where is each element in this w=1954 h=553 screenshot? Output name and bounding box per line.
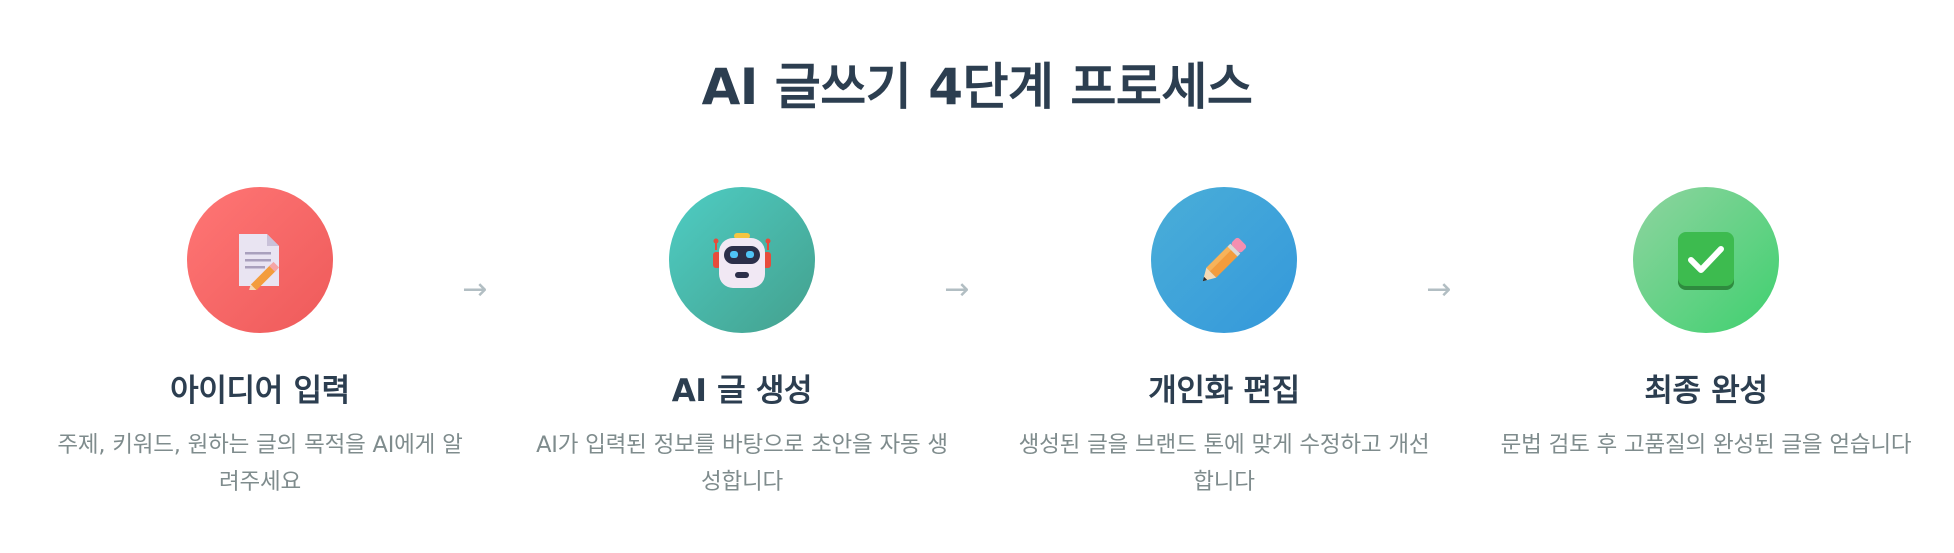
- step-icon-circle: [669, 187, 815, 333]
- process-step-personalized-editing: 개인화 편집 생성된 글을 브랜드 톤에 맞게 수정하고 개선합니다: [1004, 187, 1444, 501]
- check-mark-button-icon: [1676, 230, 1736, 290]
- step-title: AI 글 생성: [671, 373, 813, 409]
- page-title: AI 글쓰기 4단계 프로세스: [701, 58, 1253, 116]
- step-arrow-icon: →: [462, 272, 488, 307]
- step-arrow-icon: →: [1426, 272, 1452, 307]
- step-description: 생성된 글을 브랜드 톤에 맞게 수정하고 개선합니다: [1018, 432, 1430, 495]
- step-title: 개인화 편집: [1148, 373, 1300, 409]
- document-pencil-icon: [235, 230, 285, 290]
- step-description: 주제, 키워드, 원하는 글의 목적을 AI에게 알려주세요: [57, 432, 463, 495]
- process-step-ai-generation: AI 글 생성 AI가 입력된 정보를 바탕으로 초안을 자동 생성합니다: [522, 187, 962, 501]
- step-icon-circle: [187, 187, 333, 333]
- step-icon-circle: [1633, 187, 1779, 333]
- step-description: AI가 입력된 정보를 바탕으로 초안을 자동 생성합니다: [536, 432, 948, 495]
- process-step-idea-input: 아이디어 입력 주제, 키워드, 원하는 글의 목적을 AI에게 알려주세요: [40, 187, 480, 501]
- robot-icon: [710, 228, 774, 292]
- pencil-icon: [1192, 228, 1256, 292]
- step-arrow-icon: →: [944, 272, 970, 307]
- step-title: 아이디어 입력: [170, 373, 350, 409]
- step-title: 최종 완성: [1644, 373, 1768, 409]
- step-description: 문법 검토 후 고품질의 완성된 글을 얻습니다: [1500, 432, 1912, 458]
- step-icon-circle: [1151, 187, 1297, 333]
- process-step-final-completion: 최종 완성 문법 검토 후 고품질의 완성된 글을 얻습니다: [1486, 187, 1926, 464]
